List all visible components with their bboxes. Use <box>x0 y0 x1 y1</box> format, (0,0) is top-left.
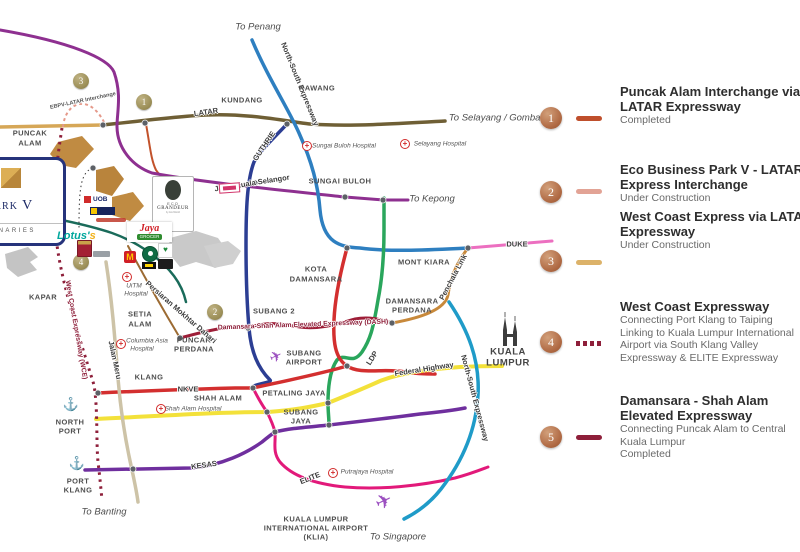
eco-grandeur-text: by EcoWorld <box>165 211 181 214</box>
mcdonalds-logo: M <box>124 251 136 263</box>
ecoworld-logo-icon <box>91 208 97 214</box>
junction-dot <box>141 119 149 127</box>
starbucks-logo <box>142 246 158 262</box>
road-kesas <box>83 406 467 472</box>
road-jalan-kuala-selangor <box>0 28 410 202</box>
junction-dot <box>341 193 349 201</box>
junction-dot <box>388 319 396 327</box>
land-parcel-gold <box>96 166 124 196</box>
road-guthrie-corridor <box>244 122 289 390</box>
junction-dot <box>249 384 257 392</box>
junction-dot <box>271 428 279 436</box>
road-latar <box>101 112 447 127</box>
eco-business-park-logo-icon <box>1 168 21 188</box>
junction-dot <box>324 399 332 407</box>
road-dash-expressway <box>178 316 394 340</box>
petronas-towers-icon <box>503 312 517 346</box>
junction-dot <box>251 179 259 187</box>
brand-chip-red <box>96 218 126 222</box>
road-jalan-meru <box>104 260 140 504</box>
uob-logo-icon <box>84 196 91 203</box>
junction-dot <box>244 324 252 332</box>
junction-dot <box>464 244 472 252</box>
road-north-south-expressway-north <box>250 38 470 253</box>
junction-dot <box>343 244 351 252</box>
road-north-south-expressway-south <box>402 300 480 521</box>
road-penchala-link <box>390 246 470 325</box>
brand-chip-gray <box>93 251 110 257</box>
junction-dot <box>99 121 107 129</box>
junction-dot <box>129 465 137 473</box>
land-parcel-gray <box>204 241 241 268</box>
junction-dot <box>94 389 102 397</box>
junction-dot <box>283 120 291 128</box>
junction-dot <box>263 408 271 416</box>
eco-grandeur-emblem-icon <box>165 180 181 200</box>
land-parcel-gray <box>5 247 38 277</box>
road-nkve <box>96 364 349 395</box>
road-kota-damansara-road <box>332 246 437 376</box>
eco-business-park-subtitle: VISIONARIES <box>0 228 36 234</box>
eco-business-park-title: Eco Business Park V <box>0 198 34 213</box>
junction-dot <box>176 334 184 342</box>
junction-dot <box>325 421 333 429</box>
road-latar-west <box>0 123 105 129</box>
brand-chip-mall <box>218 182 241 194</box>
junction-dot <box>89 164 97 172</box>
eco-grandeur-text: ECO <box>167 201 179 206</box>
road-federal-highway <box>94 364 504 421</box>
road-duke <box>466 239 554 250</box>
junction-dot <box>343 362 351 370</box>
eco-grandeur-text: GRANDEUR <box>157 206 189 211</box>
eco-business-park-v-card: Eco Business Park V VISIONARIES <box>0 157 66 246</box>
land-parcel-gold <box>112 192 144 221</box>
crest-logo <box>77 240 92 257</box>
ecoworld-logo <box>90 207 115 215</box>
road-ebpv-latar-interchange-arc <box>62 102 105 128</box>
lotus-logo: Lotus's <box>57 230 96 242</box>
uob-logo: UOB <box>84 196 107 203</box>
brand-chip-dark <box>158 259 173 269</box>
divider <box>0 223 63 224</box>
brand-chip-dark <box>142 262 156 269</box>
junction-dot <box>379 196 387 204</box>
cosway-logo: ♥ <box>158 243 173 258</box>
